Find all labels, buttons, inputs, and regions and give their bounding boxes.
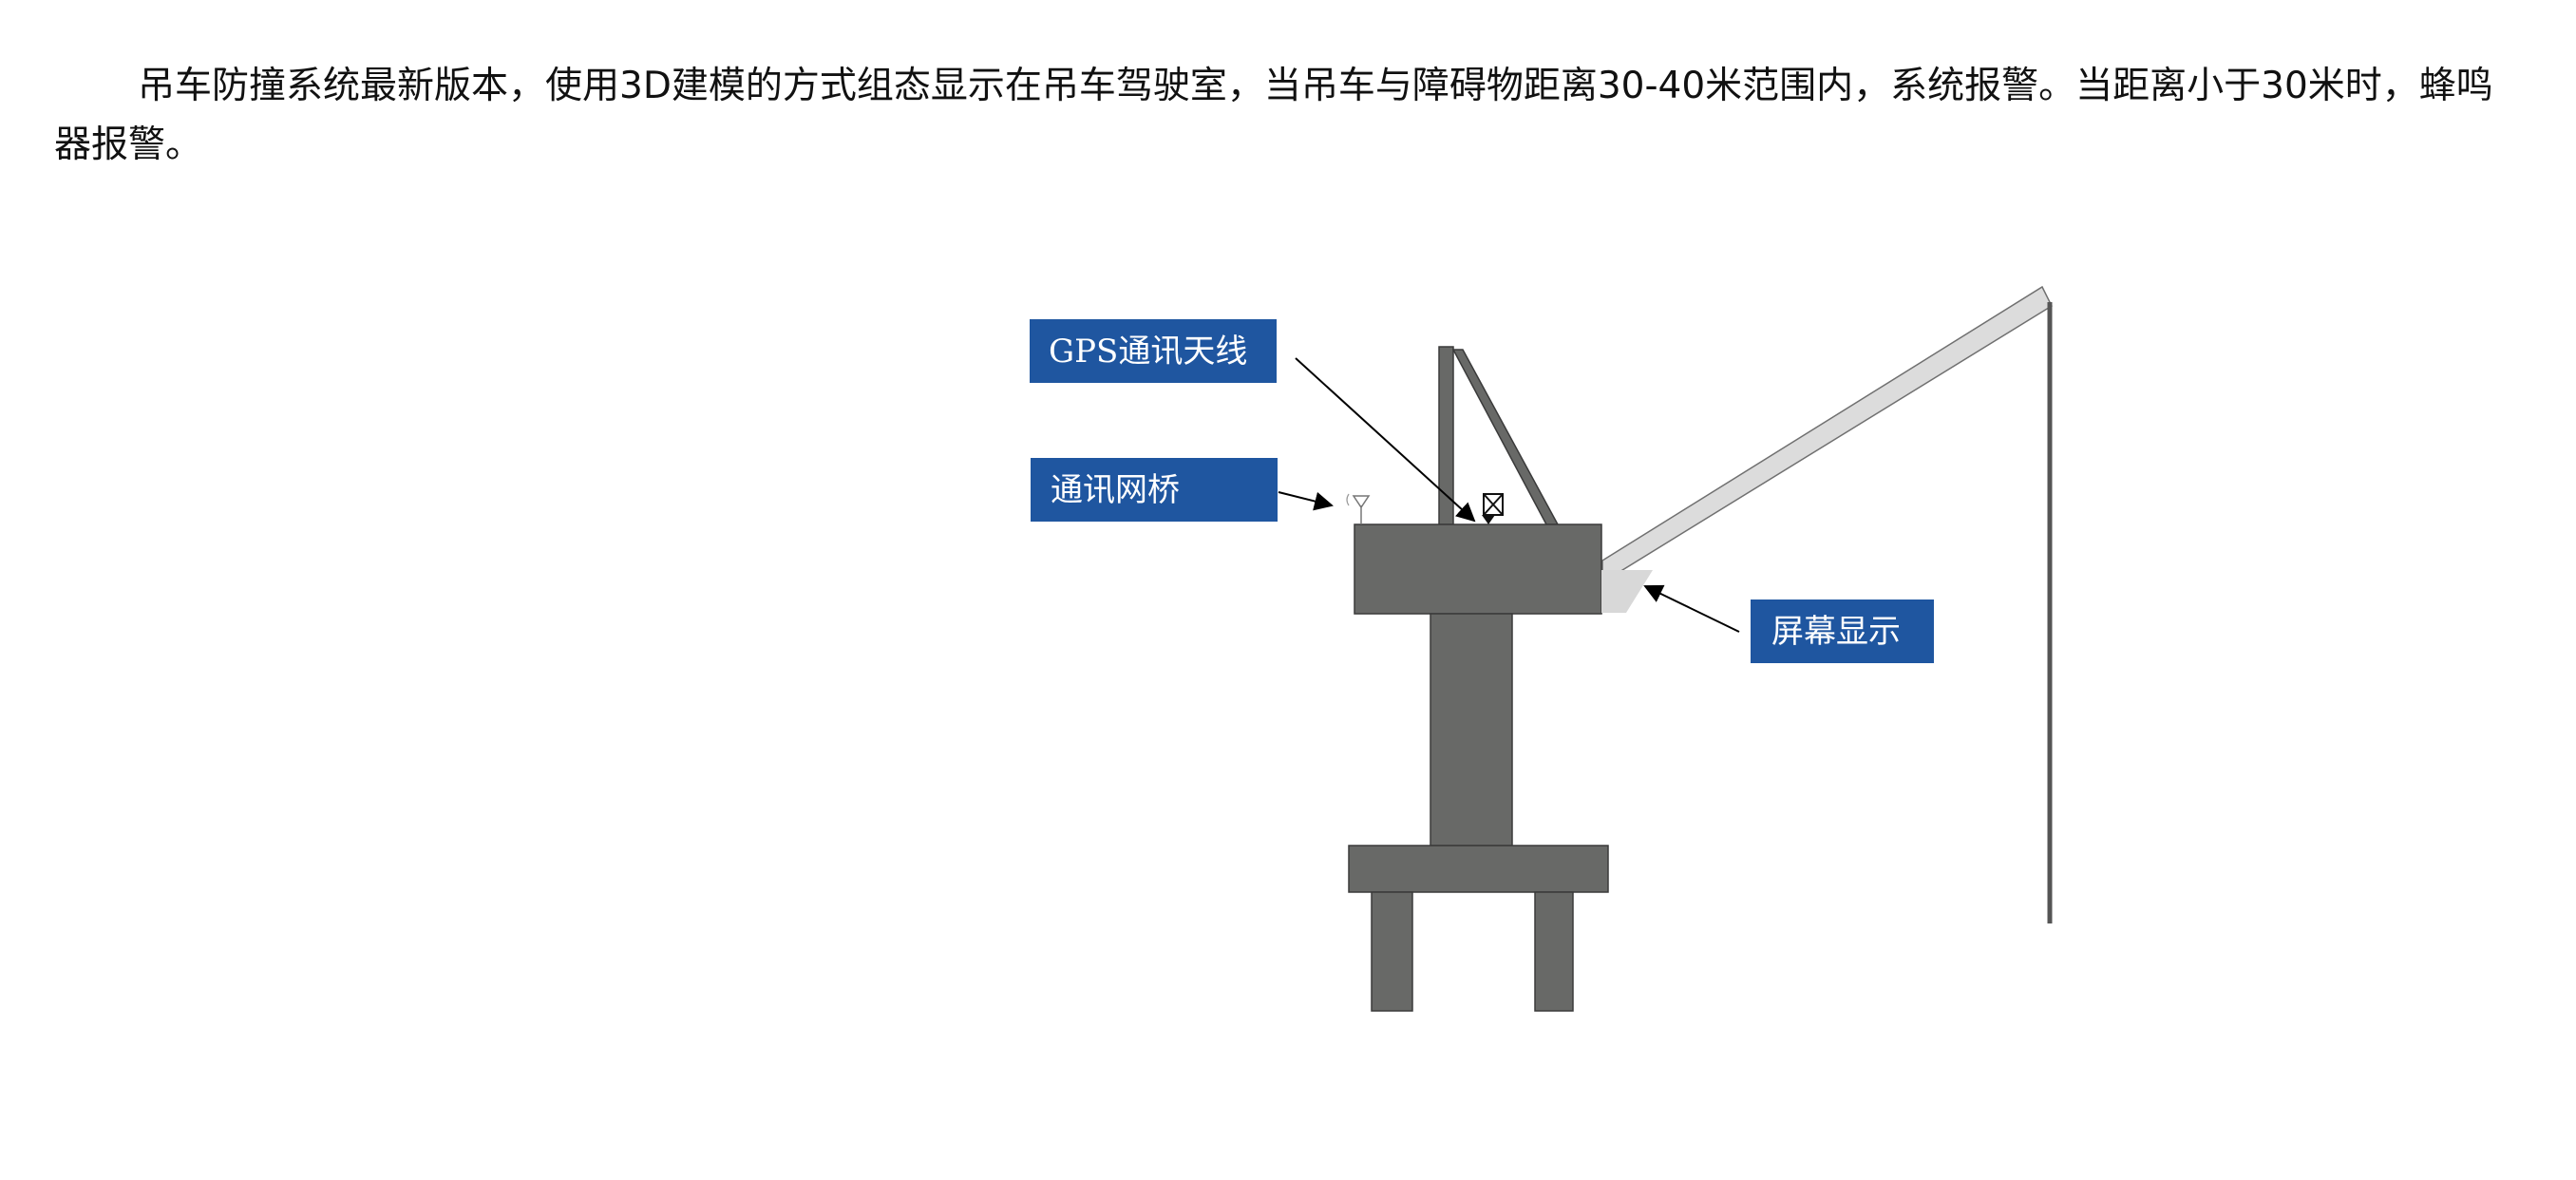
- antenna-icon: [1346, 493, 1371, 524]
- crane-mast: [1438, 346, 1454, 525]
- network-bridge-arrow: [1278, 491, 1334, 511]
- crane-boom: [1601, 285, 2053, 584]
- description-paragraph: 吊车防撞系统最新版本，使用3D建模的方式组态显示在吊车驾驶室，当吊车与障碍物距离…: [54, 65, 2493, 166]
- gps-antenna-arrow: [1295, 357, 1476, 523]
- crane-cab: [1354, 523, 1602, 615]
- crane-base: [1348, 845, 1609, 893]
- screen-display-label-box: [1751, 600, 1934, 663]
- crane-leg-right: [1534, 891, 1574, 1012]
- gps-antenna-callout: GPS通讯天线: [1030, 319, 1476, 523]
- screen-display-callout: 屏幕显示: [1643, 584, 1934, 663]
- network-bridge-label: 通讯网桥: [1051, 471, 1180, 509]
- crane-leg-left: [1371, 891, 1413, 1012]
- screen-display-label: 屏幕显示: [1771, 613, 1901, 651]
- screen-display-arrow: [1643, 584, 1740, 633]
- network-bridge-label-box: [1031, 458, 1278, 522]
- gps-antenna-label: GPS通讯天线: [1049, 333, 1247, 371]
- network-bridge-callout: 通讯网桥: [1031, 458, 1334, 522]
- crane-brace: [1451, 349, 1560, 525]
- gps-antenna-icon: [1482, 493, 1504, 524]
- crane-tower: [1430, 613, 1513, 847]
- gps-antenna-label-box: [1030, 319, 1277, 383]
- screen-display-panel: [1601, 570, 1653, 613]
